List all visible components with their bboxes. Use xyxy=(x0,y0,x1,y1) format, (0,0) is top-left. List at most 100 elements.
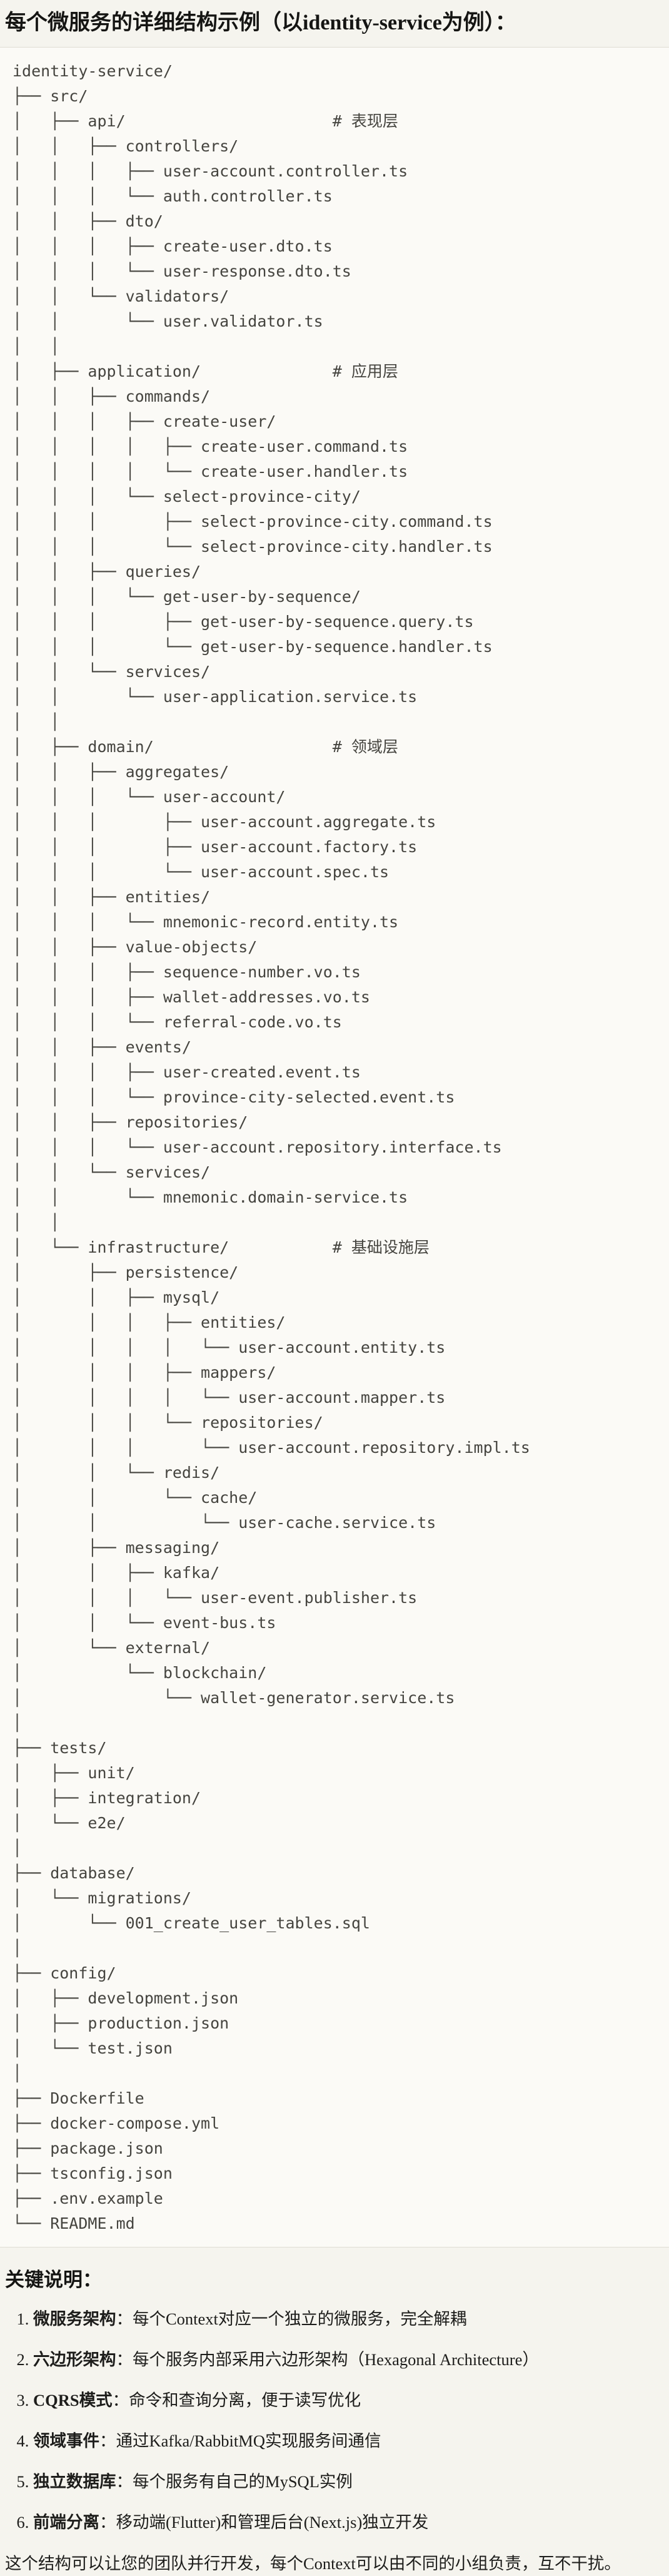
key-note-item: 六边形架构：每个服务内部采用六边形架构（Hexagonal Architectu… xyxy=(33,2347,663,2372)
tree-line: │ └── infrastructure/ # 基础设施层 xyxy=(13,1238,430,1256)
key-note-item: 独立数据库：每个服务有自己的MySQL实例 xyxy=(33,2469,663,2494)
tree-line: │ │ └── user-cache.service.ts xyxy=(13,1514,436,1532)
tree-line: │ └── e2e/ xyxy=(13,1814,126,1832)
tree-line: ├── tests/ xyxy=(13,1739,107,1757)
tree-line: ├── Dockerfile xyxy=(13,2089,144,2107)
tree-line: │ │ xyxy=(13,1213,60,1231)
tree-line: │ │ └── user-application.service.ts xyxy=(13,688,418,706)
tree-line: │ ├── api/ # 表现层 xyxy=(13,112,398,130)
tree-line: │ │ │ └── referral-code.vo.ts xyxy=(13,1013,342,1031)
tree-line: │ └── external/ xyxy=(13,1639,211,1657)
tree-line: │ │ │ └── user-account.spec.ts xyxy=(13,863,390,881)
tree-line: │ │ │ └── auth.controller.ts xyxy=(13,187,333,205)
key-note-term: 前端分离 xyxy=(33,2513,99,2532)
tree-line: │ xyxy=(13,1939,23,1957)
tree-line: │ │ └── cache/ xyxy=(13,1489,258,1507)
tree-line: │ │ │ ├── create-user.dto.ts xyxy=(13,237,333,255)
tree-line: │ │ ├── entities/ xyxy=(13,888,211,906)
tree-line: │ │ │ └── user-account.repository.interf… xyxy=(13,1138,502,1156)
tree-line: │ │ └── services/ xyxy=(13,1163,211,1181)
tree-line: │ │ │ └── repositories/ xyxy=(13,1413,323,1432)
tree-line: │ │ └── redis/ xyxy=(13,1464,220,1482)
key-notes-heading: 关键说明： xyxy=(5,2269,102,2291)
tree-line: ├── docker-compose.yml xyxy=(13,2114,220,2132)
tree-line: │ │ │ │ └── create-user.handler.ts xyxy=(13,462,408,481)
key-note-term: 六边形架构 xyxy=(33,2350,116,2369)
tree-line: │ │ │ └── select-province-city.handler.t… xyxy=(13,537,493,556)
tree-line: │ │ │ ├── entities/ xyxy=(13,1313,286,1331)
tree-line: │ │ xyxy=(13,713,60,731)
tree-line: │ │ ├── aggregates/ xyxy=(13,763,229,781)
tree-line: │ │ │ ├── sequence-number.vo.ts xyxy=(13,963,361,981)
tree-line: │ │ │ └── user-event.publisher.ts xyxy=(13,1589,418,1607)
tree-line: │ ├── integration/ xyxy=(13,1789,201,1807)
tree-line: │ ├── persistence/ xyxy=(13,1263,239,1281)
key-note-term: CQRS模式 xyxy=(33,2391,113,2410)
tree-line: │ ├── unit/ xyxy=(13,1764,135,1782)
tree-line: │ │ xyxy=(13,337,60,355)
tree-line: │ │ └── user.validator.ts xyxy=(13,312,323,330)
tree-line: │ ├── development.json xyxy=(13,1989,239,2007)
tree-line: │ └── 001_create_user_tables.sql xyxy=(13,1914,370,1932)
tree-line: │ xyxy=(13,1839,23,1857)
key-note-term: 微服务架构 xyxy=(33,2309,116,2328)
tree-line: ├── .env.example xyxy=(13,2189,163,2207)
tree-line: │ │ │ ├── create-user/ xyxy=(13,412,276,430)
tree-line: │ ├── production.json xyxy=(13,2014,229,2032)
tree-line: │ │ │ ├── mappers/ xyxy=(13,1363,276,1382)
key-note-item: 领域事件：通过Kafka/RabbitMQ实现服务间通信 xyxy=(33,2428,663,2453)
tree-line: ├── src/ xyxy=(13,87,88,105)
tree-line: │ │ │ ├── user-account.aggregate.ts xyxy=(13,813,436,831)
tree-line: │ │ │ ├── user-created.event.ts xyxy=(13,1063,361,1081)
tree-line: │ │ │ └── select-province-city/ xyxy=(13,487,361,506)
tree-line: │ │ ├── commands/ xyxy=(13,387,211,405)
tree-line: ├── config/ xyxy=(13,1964,116,1982)
key-notes-section: 关键说明： 微服务架构：每个Context对应一个独立的微服务，完全解耦六边形架… xyxy=(0,2266,669,2576)
tree-line: │ │ │ ├── wallet-addresses.vo.ts xyxy=(13,988,370,1006)
tree-line: │ │ │ ├── get-user-by-sequence.query.ts xyxy=(13,613,474,631)
tree-line: │ xyxy=(13,2064,23,2082)
tree-line: │ └── test.json xyxy=(13,2039,173,2057)
tree-line: │ │ ├── value-objects/ xyxy=(13,938,258,956)
tree-line: │ └── blockchain/ xyxy=(13,1664,267,1682)
tree-line: │ │ └── event-bus.ts xyxy=(13,1614,276,1632)
tree-line: │ │ │ └── get-user-by-sequence/ xyxy=(13,588,361,606)
closing-paragraph: 这个结构可以让您的团队并行开发，每个Context可以由不同的小组负责，互不干扰… xyxy=(5,2554,621,2573)
tree-line: │ │ │ └── user-account/ xyxy=(13,788,286,806)
tree-line: │ │ └── mnemonic.domain-service.ts xyxy=(13,1188,408,1206)
tree-line: │ │ │ │ ├── create-user.command.ts xyxy=(13,437,408,456)
tree-line: │ │ │ ├── select-province-city.command.t… xyxy=(13,512,493,531)
tree-line: │ │ ├── repositories/ xyxy=(13,1113,248,1131)
tree-line: │ │ │ │ └── user-account.entity.ts xyxy=(13,1338,446,1357)
tree-line: │ │ ├── kafka/ xyxy=(13,1564,220,1582)
tree-line: │ │ │ └── user-response.dto.ts xyxy=(13,262,351,280)
tree-line: │ │ │ │ └── user-account.mapper.ts xyxy=(13,1388,446,1407)
tree-line: ├── database/ xyxy=(13,1864,135,1882)
tree-line: │ │ ├── queries/ xyxy=(13,563,201,581)
key-note-item: CQRS模式：命令和查询分离，便于读写优化 xyxy=(33,2388,663,2413)
tree-line: identity-service/ xyxy=(13,62,173,80)
tree-line: │ └── wallet-generator.service.ts xyxy=(13,1689,455,1707)
key-note-item: 微服务架构：每个Context对应一个独立的微服务，完全解耦 xyxy=(33,2306,663,2331)
key-notes-list: 微服务架构：每个Context对应一个独立的微服务，完全解耦六边形架构：每个服务… xyxy=(5,2306,663,2535)
tree-line: │ │ │ └── user-account.repository.impl.t… xyxy=(13,1438,530,1457)
tree-line: │ ├── application/ # 应用层 xyxy=(13,362,398,380)
tree-line: │ xyxy=(13,1714,23,1732)
tree-line: │ │ └── validators/ xyxy=(13,287,229,305)
tree-line: │ │ ├── events/ xyxy=(13,1038,191,1056)
key-note-item: 前端分离：移动端(Flutter)和管理后台(Next.js)独立开发 xyxy=(33,2510,663,2535)
tree-line: │ │ │ ├── user-account.factory.ts xyxy=(13,838,418,856)
file-tree-code-block: identity-service/ ├── src/ │ ├── api/ # 表现… xyxy=(0,47,669,2248)
tree-line: │ ├── domain/ # 领域层 xyxy=(13,738,398,756)
key-note-term: 领域事件 xyxy=(33,2431,99,2450)
tree-line: ├── tsconfig.json xyxy=(13,2164,173,2182)
tree-line: └── README.md xyxy=(13,2214,135,2232)
tree-line: │ ├── messaging/ xyxy=(13,1539,220,1557)
page-title: 每个微服务的详细结构示例（以identity-service为例）： xyxy=(5,11,516,34)
tree-line: │ │ │ └── mnemonic-record.entity.ts xyxy=(13,913,399,931)
tree-line: │ │ └── services/ xyxy=(13,663,211,681)
tree-line: │ │ ├── dto/ xyxy=(13,212,163,230)
tree-line: │ │ │ └── get-user-by-sequence.handler.t… xyxy=(13,638,493,656)
tree-line: │ │ ├── mysql/ xyxy=(13,1288,220,1306)
